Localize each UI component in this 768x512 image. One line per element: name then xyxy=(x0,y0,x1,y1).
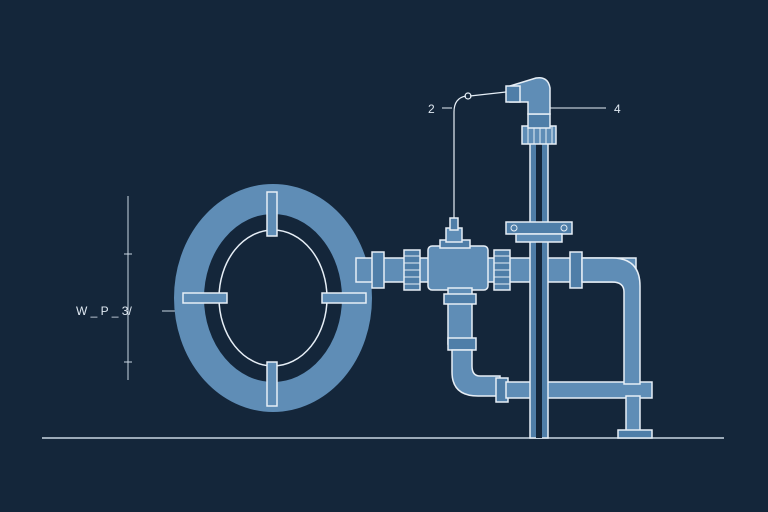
pipe-ring xyxy=(174,184,372,412)
ring-flange-left xyxy=(182,292,228,304)
riser-flange-collar xyxy=(515,233,563,243)
down-pipe xyxy=(443,287,509,403)
right-elbow-pipe xyxy=(581,257,653,439)
left-annotation: W _ P _ 3/ xyxy=(76,304,132,318)
vertical-riser xyxy=(505,113,573,439)
riser-flange xyxy=(505,221,573,235)
actuator-icon xyxy=(464,76,551,115)
callout-4: 4 xyxy=(614,102,621,116)
pipe-flange xyxy=(447,337,477,351)
ring-flange-right xyxy=(321,292,367,304)
gear-coupling-icon xyxy=(403,249,421,291)
support-leg xyxy=(625,395,641,433)
valve-icon xyxy=(427,217,489,291)
ring-flange-bottom xyxy=(266,361,278,407)
signal-wire xyxy=(453,95,467,218)
callout-2: 2 xyxy=(428,102,435,116)
pipe-flange xyxy=(443,293,477,305)
pipe-flange xyxy=(371,251,385,289)
ring-flange-top xyxy=(266,191,278,237)
pipe-flange xyxy=(569,251,583,289)
lower-elbow xyxy=(451,349,501,397)
gear-coupling-icon xyxy=(493,249,511,291)
support-base xyxy=(617,429,653,439)
